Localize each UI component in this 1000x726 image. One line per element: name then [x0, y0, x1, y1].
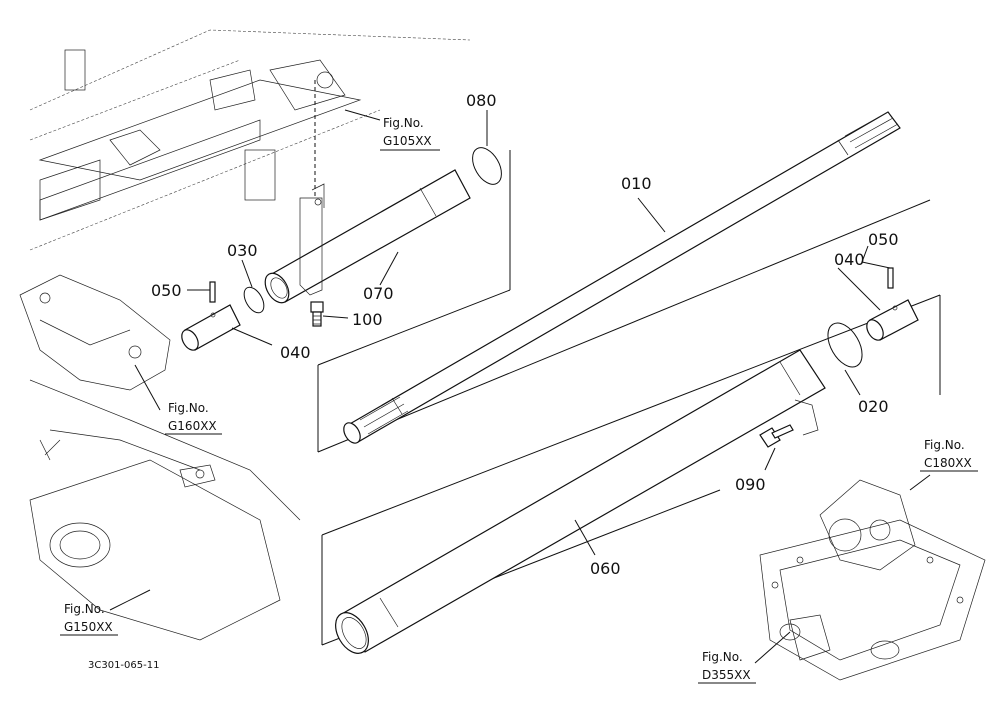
fig-code: G160XX	[168, 419, 217, 433]
group-outline-upper	[317, 150, 931, 453]
label-050-right: 050	[868, 230, 899, 249]
fig-prefix: Fig.No.	[924, 438, 965, 452]
tube-060	[335, 349, 826, 654]
fig-code: C180XX	[924, 456, 972, 470]
fig-code: D355XX	[702, 668, 751, 682]
right-housing	[759, 479, 986, 681]
part-labels: 080 010 050 040 020 030 050 040 070 100 …	[151, 91, 899, 578]
leader-lines	[109, 80, 931, 664]
bolt-090	[759, 424, 794, 448]
bushing-040-left	[181, 304, 241, 351]
label-040-right: 040	[834, 250, 865, 269]
figure-ref-d355: Fig.No. D355XX	[698, 650, 756, 684]
label-030: 030	[227, 241, 258, 260]
o-ring-030	[243, 286, 265, 314]
o-ring-080	[472, 147, 502, 185]
figure-ref-c180: Fig.No. C180XX	[920, 438, 978, 472]
lower-left-housing	[29, 459, 281, 641]
label-010: 010	[621, 174, 652, 193]
drawing-code: 3C301-065-11	[88, 660, 159, 671]
label-100: 100	[352, 310, 383, 329]
fig-prefix: Fig.No.	[702, 650, 743, 664]
figure-ref-g105: Fig.No. G105XX	[380, 116, 440, 151]
figure-ref-g160: Fig.No. G160XX	[165, 401, 222, 435]
label-060: 060	[590, 559, 621, 578]
tube-070	[264, 169, 471, 304]
bolt-100	[310, 301, 324, 327]
fig-code: G150XX	[64, 620, 113, 634]
label-070: 070	[363, 284, 394, 303]
fig-prefix: Fig.No.	[168, 401, 209, 415]
pin-050-right	[887, 267, 894, 289]
fig-prefix: Fig.No.	[383, 116, 424, 130]
pin-050-left	[209, 281, 216, 303]
label-050-left: 050	[151, 281, 182, 300]
bushing-040-right	[866, 299, 919, 341]
chassis-frame	[29, 29, 471, 251]
fig-prefix: Fig.No.	[64, 602, 105, 616]
left-housing	[19, 274, 301, 521]
o-ring-020	[827, 322, 863, 368]
fig-code: G105XX	[383, 134, 432, 148]
label-040-left: 040	[280, 343, 311, 362]
label-080: 080	[466, 91, 497, 110]
figure-ref-g150: Fig.No. G150XX	[60, 602, 118, 636]
label-090: 090	[735, 475, 766, 494]
label-020: 020	[858, 397, 889, 416]
shaft-010	[343, 111, 901, 444]
